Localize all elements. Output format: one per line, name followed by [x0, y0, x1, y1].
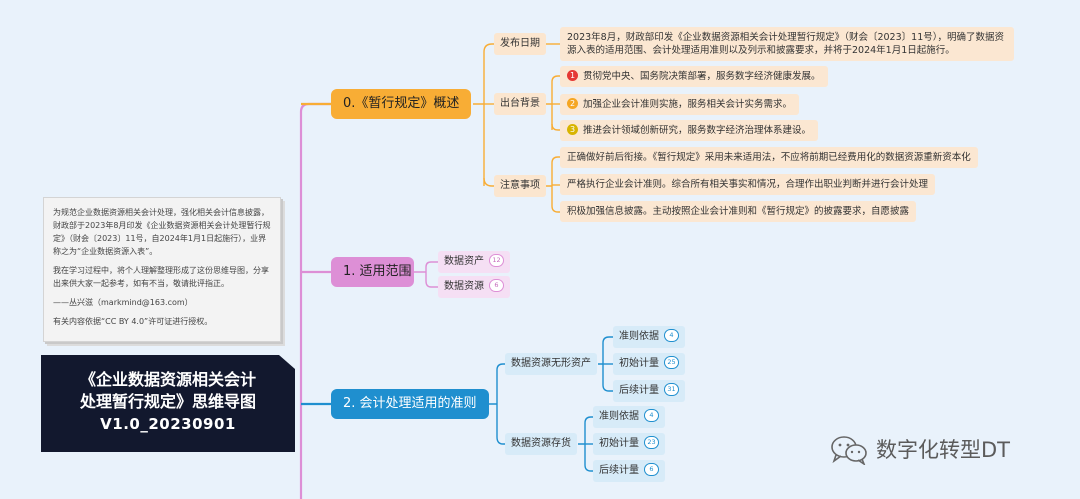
sub-inventory-label: 数据资源存货 [511, 438, 571, 449]
inv-basis-label: 准则依据 [599, 411, 639, 422]
sub-publish-date[interactable]: 发布日期 [494, 33, 546, 55]
root-trunk-line [299, 102, 331, 499]
leaf-background-1[interactable]: 1 贯彻党中央、国务院决策部署，服务数字经济健康发展。 [560, 66, 828, 87]
note-paragraph-1: 为规范企业数据资源相关会计处理，强化相关会计信息披露，财政部于2023年8月印发… [53, 208, 271, 256]
sub-inventory[interactable]: 数据资源存货 [505, 433, 577, 455]
sub-intangible-label: 数据资源无形资产 [511, 358, 591, 369]
int-initial[interactable]: 初始计量 25 [613, 353, 685, 375]
inv-basis[interactable]: 准则依据 4 [593, 406, 665, 428]
leaf-notes-3-text: 积极加强信息披露。主动按照企业会计准则和《暂行规定》的披露要求，自愿披露 [567, 206, 910, 217]
intangible-spine [598, 343, 604, 385]
bg-leaf3-line [551, 123, 560, 131]
note-author: ——丛兴滋（markmind@163.com） [53, 298, 193, 307]
t2-inventory-line [496, 436, 505, 445]
inv-leaf1-line [584, 416, 593, 424]
sub-background[interactable]: 出台背景 [494, 93, 546, 115]
watermark: 数字化转型DT [830, 430, 1010, 470]
leaf-notes-2[interactable]: 严格执行企业会计准则。综合所有相关事实和情况，合理作出职业判断并进行会计处理 [560, 174, 936, 195]
sub-data-resources[interactable]: 数据资源 6 [438, 276, 510, 298]
topic-scope[interactable]: 1. 适用范围 [331, 257, 414, 287]
int-subsequent-label: 后续计量 [619, 385, 659, 396]
number-3-icon: 3 [567, 124, 578, 135]
number-1-icon: 1 [567, 70, 578, 81]
leaf-publish-text[interactable]: 2023年8月，财政部印发《企业数据资源相关会计处理暂行规定》（财会〔2023〕… [560, 27, 1014, 61]
topic2-spine [489, 370, 498, 437]
leaf-notes-2-text: 严格执行企业会计准则。综合所有相关事实和情况，合理作出职业判断并进行会计处理 [567, 179, 929, 190]
title-version: V1.0_20230901 [100, 415, 236, 433]
topic-overview[interactable]: 0.《暂行规定》概述 [331, 89, 472, 119]
leaf-notes-3[interactable]: 积极加强信息披露。主动按照企业会计准则和《暂行规定》的披露要求，自愿披露 [560, 201, 917, 222]
int-basis[interactable]: 准则依据 4 [613, 326, 685, 348]
notes-line [483, 177, 494, 187]
intro-note: 为规范企业数据资源相关会计处理，强化相关会计信息披露，财政部于2023年8月印发… [43, 197, 281, 342]
leaf-notes-1[interactable]: 正确做好前后衔接。《暂行规定》采用未来适用法，不应将前期已经费用化的数据资源重新… [560, 147, 978, 168]
note-paragraph-2: 我在学习过程中，将个人理解整理形成了这份思维导图，分享出来供大家一起参考，如有不… [53, 266, 269, 288]
leaf-background-2[interactable]: 2 加强企业会计准则实施，服务相关会计实务需求。 [560, 94, 800, 115]
map-title-card[interactable]: 《企业数据资源相关会计 处理暂行规定》思维导图 V1.0_20230901 [41, 355, 295, 452]
title-line-1: 《企业数据资源相关会计 [79, 370, 256, 389]
int-initial-label: 初始计量 [619, 358, 659, 369]
inv-subsequent-label: 后续计量 [599, 465, 639, 476]
count-badge: 25 [664, 355, 679, 369]
leaf-publish-text-content: 2023年8月，财政部印发《企业数据资源相关会计处理暂行规定》（财会〔2023〕… [567, 32, 1004, 56]
topic0-spine [473, 52, 485, 186]
int-leaf3-line [602, 384, 613, 392]
background-spine [546, 82, 553, 130]
topic-standards[interactable]: 2. 会计处理适用的准则 [331, 389, 489, 419]
t1-item1-line [425, 261, 438, 268]
t1-item2-line [425, 280, 438, 288]
topic-overview-label: 0.《暂行规定》概述 [343, 96, 460, 111]
count-badge: 6 [644, 462, 659, 476]
inv-leaf3-line [584, 464, 593, 472]
count-badge: 4 [644, 408, 659, 422]
int-basis-label: 准则依据 [619, 331, 659, 342]
leaf-background-1-text: 贯彻党中央、国务院决策部署，服务数字经济健康发展。 [583, 71, 821, 82]
notes-leaf1-line [551, 156, 560, 164]
topic-scope-label: 1. 适用范围 [343, 264, 412, 279]
publish-line [483, 43, 494, 53]
leaf-background-3[interactable]: 3 推进会计领域创新研究，服务数字经济治理体系建设。 [560, 120, 819, 141]
inventory-spine [578, 423, 586, 465]
note-license: 有关内容依据“CC BY 4.0”许可证进行授权。 [53, 317, 213, 326]
title-line-2: 处理暂行规定》思维导图 [79, 392, 256, 411]
leaf-background-2-text: 加强企业会计准则实施，服务相关会计实务需求。 [583, 99, 793, 110]
notes-leaf3-line [551, 205, 560, 213]
sub-notes-label: 注意事项 [500, 180, 540, 191]
sub-intangible[interactable]: 数据资源无形资产 [505, 353, 597, 375]
topic-standards-label: 2. 会计处理适用的准则 [343, 396, 477, 411]
inv-initial-label: 初始计量 [599, 438, 639, 449]
leaf-background-3-text: 推进会计领域创新研究，服务数字经济治理体系建设。 [583, 125, 812, 136]
wechat-icon [831, 436, 867, 465]
sub-background-label: 出台背景 [500, 98, 540, 109]
sub-data-resources-label: 数据资源 [444, 281, 484, 292]
t2-intangible-line [496, 363, 505, 371]
sub-data-assets[interactable]: 数据资产 12 [438, 251, 510, 273]
topic1-spine [414, 267, 427, 281]
inv-subsequent[interactable]: 后续计量 6 [593, 460, 665, 482]
count-badge: 23 [644, 435, 659, 449]
count-badge: 6 [489, 278, 504, 292]
notes-spine [546, 163, 553, 206]
sub-publish-date-label: 发布日期 [500, 38, 540, 49]
leaf-notes-1-text: 正确做好前后衔接。《暂行规定》采用未来适用法，不应将前期已经费用化的数据资源重新… [567, 152, 971, 163]
count-badge: 31 [664, 382, 679, 396]
watermark-text: 数字化转型DT [876, 438, 1010, 462]
number-2-icon: 2 [567, 98, 578, 109]
bg-leaf1-line [551, 75, 560, 83]
int-subsequent[interactable]: 后续计量 31 [613, 380, 685, 402]
sub-notes[interactable]: 注意事项 [494, 175, 546, 197]
count-badge: 4 [664, 328, 679, 342]
inv-initial[interactable]: 初始计量 23 [593, 433, 665, 455]
sub-data-assets-label: 数据资产 [444, 256, 484, 267]
int-leaf1-line [602, 336, 613, 344]
count-badge: 12 [489, 253, 504, 267]
